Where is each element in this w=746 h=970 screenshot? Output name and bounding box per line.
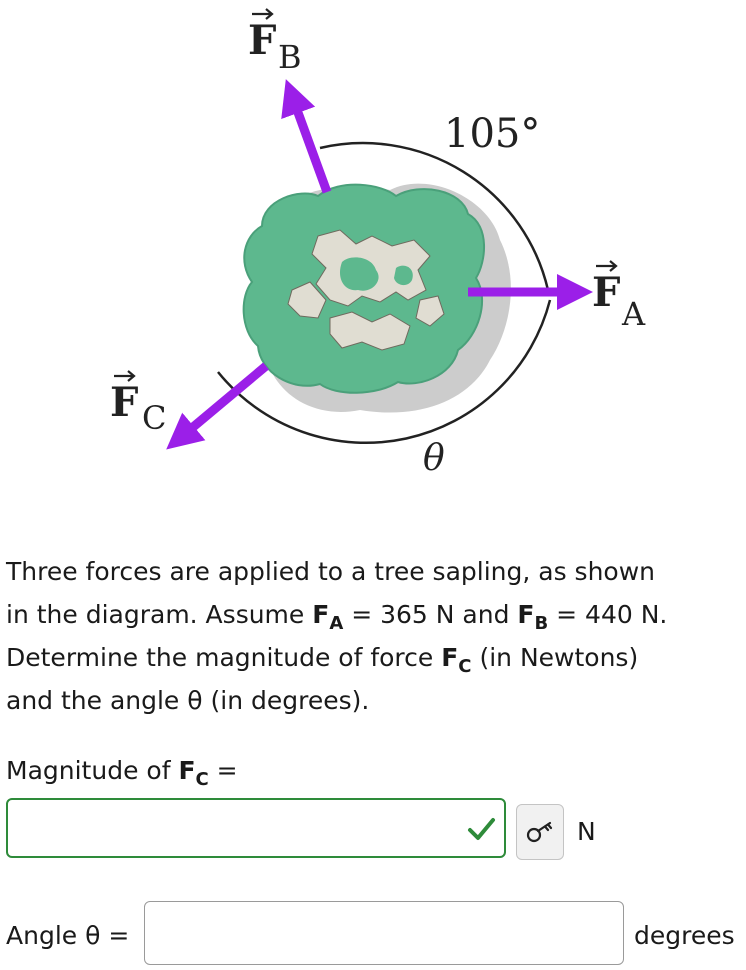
problem-text: in the diagram. Assume: [6, 600, 313, 629]
sapling-center: [339, 257, 413, 291]
fa-subscript: A: [329, 613, 344, 634]
force-label-fa: F A: [592, 260, 646, 333]
magnitude-label: Magnitude of FC =: [6, 749, 238, 792]
fa-symbol: F: [312, 600, 330, 629]
svg-text:B: B: [278, 38, 302, 76]
fc-subscript: C: [458, 656, 472, 677]
check-icon: [468, 818, 495, 840]
force-label-fb: F B: [248, 8, 302, 76]
angle-unit: degrees: [634, 921, 735, 950]
problem-text: Determine the magnitude of force: [6, 643, 442, 672]
theta-label: θ: [423, 438, 445, 479]
angle-arc-theta: [217, 299, 552, 445]
magnitude-field[interactable]: [6, 798, 506, 858]
angle-arc-105: [319, 141, 550, 291]
force-arrow-fb: [281, 79, 332, 194]
angle-field[interactable]: [144, 901, 624, 965]
force-label-fc: F C: [110, 370, 166, 437]
problem-line-2: in the diagram. Assume FA = 365 N and FB…: [6, 593, 742, 636]
magnitude-label-text: Magnitude of: [6, 756, 179, 785]
key-icon: [526, 821, 553, 843]
svg-text:F: F: [110, 379, 138, 426]
tree-sapling-diagram: 105° θ F B F A F C: [110, 8, 646, 479]
vector-arrow-icon: [596, 260, 618, 272]
problem-line-1: Three forces are applied to a tree sapli…: [6, 557, 656, 586]
fb-symbol: F: [517, 600, 535, 629]
force-arrow-fc: [166, 362, 269, 450]
fb-value: = 440 N.: [548, 600, 668, 629]
fc-symbol: F: [178, 756, 196, 785]
svg-text:A: A: [621, 295, 646, 333]
svg-text:F: F: [592, 269, 620, 316]
fb-subscript: B: [534, 613, 549, 634]
problem-line-3: Determine the magnitude of force FC (in …: [6, 636, 742, 679]
fc-symbol: F: [441, 643, 459, 672]
magnitude-input[interactable]: [16, 810, 460, 848]
vector-arrow-icon: [252, 8, 274, 20]
problem-line-4: and the angle θ (in degrees).: [6, 686, 370, 715]
key-button[interactable]: [516, 804, 564, 860]
angle-label-105: 105°: [444, 111, 540, 157]
problem-text: (in Newtons): [471, 643, 639, 672]
svg-text:F: F: [248, 17, 276, 64]
magnitude-label-equals: =: [208, 756, 238, 785]
angle-input[interactable]: [153, 914, 597, 952]
angle-label: Angle θ =: [6, 921, 130, 950]
svg-text:C: C: [142, 399, 166, 437]
magnitude-unit: N: [577, 817, 596, 846]
fc-subscript: C: [195, 769, 209, 790]
fa-value: = 365 N and: [343, 600, 518, 629]
problem-statement: Three forces are applied to a tree sapli…: [6, 550, 742, 722]
vector-arrow-icon: [114, 370, 136, 382]
